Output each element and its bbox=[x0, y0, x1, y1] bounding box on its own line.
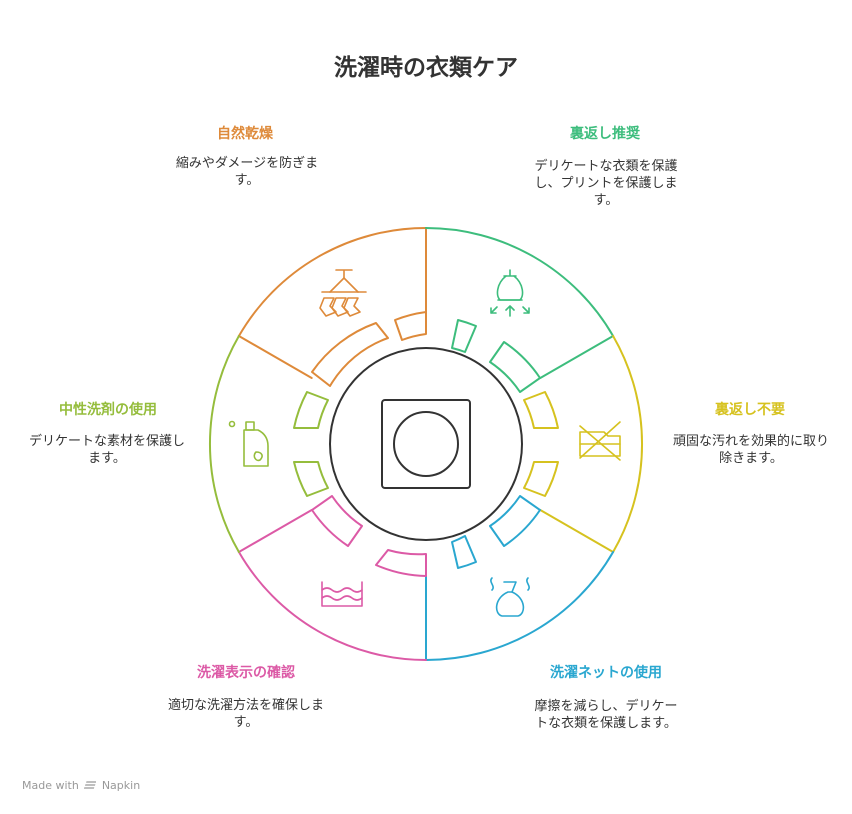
inside-out-icon bbox=[490, 269, 530, 317]
section-title-natural-drying: 自然乾燥 bbox=[217, 126, 273, 142]
section-desc-inside-out-recommended: デリケートな衣類を保護し、プリントを保護します。 bbox=[534, 159, 678, 208]
segment-neutral-detergent bbox=[209, 335, 329, 553]
section-title-care-label: 洗濯表示の確認 bbox=[197, 665, 295, 681]
section-desc-neutral-detergent: デリケートな素材を保護します。 bbox=[28, 434, 185, 466]
segment-inside-out-recommended bbox=[425, 227, 615, 393]
wash-symbol-icon bbox=[321, 581, 363, 607]
detergent-bottle-icon bbox=[228, 420, 269, 467]
segment-care-label bbox=[237, 495, 427, 661]
laundry-bag-icon bbox=[490, 577, 530, 617]
segment-inside-out-not-needed bbox=[523, 335, 643, 553]
section-desc-care-label: 適切な洗濯方法を確保します。 bbox=[168, 698, 325, 730]
segment-laundry-net bbox=[425, 495, 615, 661]
segment-natural-drying bbox=[237, 227, 427, 387]
napkin-logo-icon bbox=[84, 781, 97, 789]
section-desc-laundry-net: 摩擦を減らし、デリケートな衣類を保護します。 bbox=[534, 699, 678, 731]
section-title-neutral-detergent: 中性洗剤の使用 bbox=[59, 402, 157, 418]
tumble-dryer-symbol-icon bbox=[381, 399, 471, 489]
section-desc-inside-out-not-needed: 頑固な汚れを効果的に取り除きます。 bbox=[672, 434, 829, 466]
made-with-napkin[interactable]: Made with Napkin bbox=[22, 779, 140, 792]
no-inside-out-icon bbox=[579, 421, 621, 461]
diagram-title: 洗濯時の衣類ケア bbox=[334, 55, 518, 81]
center-hub bbox=[329, 347, 523, 541]
made-with-label: Made with bbox=[22, 779, 79, 792]
section-title-laundry-net: 洗濯ネットの使用 bbox=[550, 665, 662, 681]
drying-rack-icon bbox=[319, 269, 367, 317]
section-desc-natural-drying: 縮みやダメージを防ぎます。 bbox=[175, 156, 319, 188]
section-title-inside-out-recommended: 裏返し推奨 bbox=[570, 126, 640, 142]
napkin-brand-label: Napkin bbox=[101, 779, 141, 792]
section-title-inside-out-not-needed: 裏返し不要 bbox=[715, 402, 785, 418]
